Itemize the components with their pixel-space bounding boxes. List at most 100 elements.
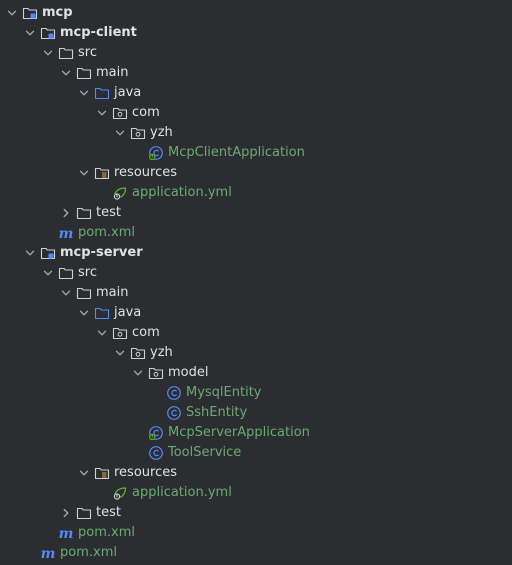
svg-text:m: m (59, 226, 74, 241)
tree-node-label: ToolService (168, 445, 242, 460)
tree-node[interactable]: test (0, 203, 512, 223)
spring-class-icon (148, 425, 164, 441)
svg-text:m: m (41, 546, 56, 561)
tree-node[interactable]: src (0, 43, 512, 63)
tree-node[interactable]: m pom.xml (0, 543, 512, 563)
tree-node[interactable]: ToolService (0, 443, 512, 463)
tree-node[interactable]: com (0, 103, 512, 123)
tree-node-label: McpServerApplication (168, 425, 310, 440)
tree-node-label: resources (114, 165, 178, 180)
spring-config-icon (112, 485, 128, 501)
chevron-down-icon[interactable] (112, 345, 128, 361)
source-folder-icon (94, 305, 110, 321)
module-folder-icon (22, 5, 38, 21)
tree-node-label: src (78, 45, 97, 60)
tree-node[interactable]: McpClientApplication (0, 143, 512, 163)
tree-node-label: mcp-server (60, 245, 143, 260)
spring-class-icon (148, 145, 164, 161)
chevron-down-icon[interactable] (94, 325, 110, 341)
tree-node[interactable]: MysqlEntity (0, 383, 512, 403)
chevron-down-icon[interactable] (76, 305, 92, 321)
tree-node-label: application.yml (132, 485, 232, 500)
package-icon (112, 325, 128, 341)
module-folder-icon (40, 245, 56, 261)
chevron-down-icon[interactable] (76, 465, 92, 481)
tree-node[interactable]: java (0, 83, 512, 103)
tree-node[interactable]: main (0, 63, 512, 83)
tree-node-label: MysqlEntity (186, 385, 262, 400)
tree-node-label: pom.xml (78, 525, 135, 540)
folder-icon (58, 45, 74, 61)
class-icon (148, 445, 164, 461)
tree-node-label: pom.xml (78, 225, 135, 240)
tree-node[interactable]: resources (0, 463, 512, 483)
tree-node-label: java (114, 85, 142, 100)
chevron-down-icon[interactable] (76, 165, 92, 181)
maven-icon: m (58, 525, 74, 541)
package-icon (130, 345, 146, 361)
tree-node-label: mcp (42, 5, 73, 20)
chevron-down-icon[interactable] (22, 25, 38, 41)
chevron-down-icon[interactable] (58, 65, 74, 81)
tree-node[interactable]: main (0, 283, 512, 303)
tree-node[interactable]: yzh (0, 123, 512, 143)
tree-node[interactable]: SshEntity (0, 403, 512, 423)
chevron-down-icon[interactable] (76, 85, 92, 101)
chevron-down-icon[interactable] (130, 365, 146, 381)
tree-node-label: test (96, 505, 121, 520)
tree-node[interactable]: resources (0, 163, 512, 183)
tree-node[interactable]: test (0, 503, 512, 523)
tree-node[interactable]: com (0, 323, 512, 343)
tree-node-label: resources (114, 465, 178, 480)
tree-node[interactable]: mcp-client (0, 23, 512, 43)
tree-node[interactable]: m pom.xml (0, 523, 512, 543)
tree-node-label: pom.xml (60, 545, 117, 560)
chevron-down-icon[interactable] (94, 105, 110, 121)
tree-node[interactable]: model (0, 363, 512, 383)
tree-node-label: test (96, 205, 121, 220)
tree-node-label: main (96, 65, 129, 80)
chevron-down-icon[interactable] (40, 45, 56, 61)
tree-node[interactable]: application.yml (0, 483, 512, 503)
maven-icon: m (58, 225, 74, 241)
spring-config-icon (112, 185, 128, 201)
tree-node-label: com (132, 105, 160, 120)
tree-node-label: com (132, 325, 160, 340)
chevron-down-icon[interactable] (40, 265, 56, 281)
resources-folder-icon (94, 465, 110, 481)
chevron-down-icon[interactable] (4, 5, 20, 21)
tree-node[interactable]: McpServerApplication (0, 423, 512, 443)
tree-node[interactable]: src (0, 263, 512, 283)
maven-icon: m (40, 545, 56, 561)
tree-node-label: model (168, 365, 209, 380)
chevron-right-icon[interactable] (58, 505, 74, 521)
tree-node-label: mcp-client (60, 25, 137, 40)
tree-node[interactable]: yzh (0, 343, 512, 363)
tree-node-label: McpClientApplication (168, 145, 305, 160)
tree-node[interactable]: mcp-server (0, 243, 512, 263)
package-icon (112, 105, 128, 121)
folder-icon (76, 285, 92, 301)
tree-node-label: java (114, 305, 142, 320)
chevron-down-icon[interactable] (112, 125, 128, 141)
folder-icon (76, 65, 92, 81)
chevron-right-icon[interactable] (58, 205, 74, 221)
tree-node-label: yzh (150, 345, 173, 360)
folder-icon (58, 265, 74, 281)
folder-icon (76, 505, 92, 521)
folder-icon (76, 205, 92, 221)
package-icon (130, 125, 146, 141)
tree-node-label: yzh (150, 125, 173, 140)
resources-folder-icon (94, 165, 110, 181)
class-icon (166, 405, 182, 421)
chevron-down-icon[interactable] (22, 245, 38, 261)
tree-node[interactable]: java (0, 303, 512, 323)
module-folder-icon (40, 25, 56, 41)
tree-node[interactable]: mcp (0, 3, 512, 23)
tree-node[interactable]: m pom.xml (0, 223, 512, 243)
svg-text:m: m (59, 526, 74, 541)
chevron-down-icon[interactable] (58, 285, 74, 301)
tree-node[interactable]: application.yml (0, 183, 512, 203)
source-folder-icon (94, 85, 110, 101)
